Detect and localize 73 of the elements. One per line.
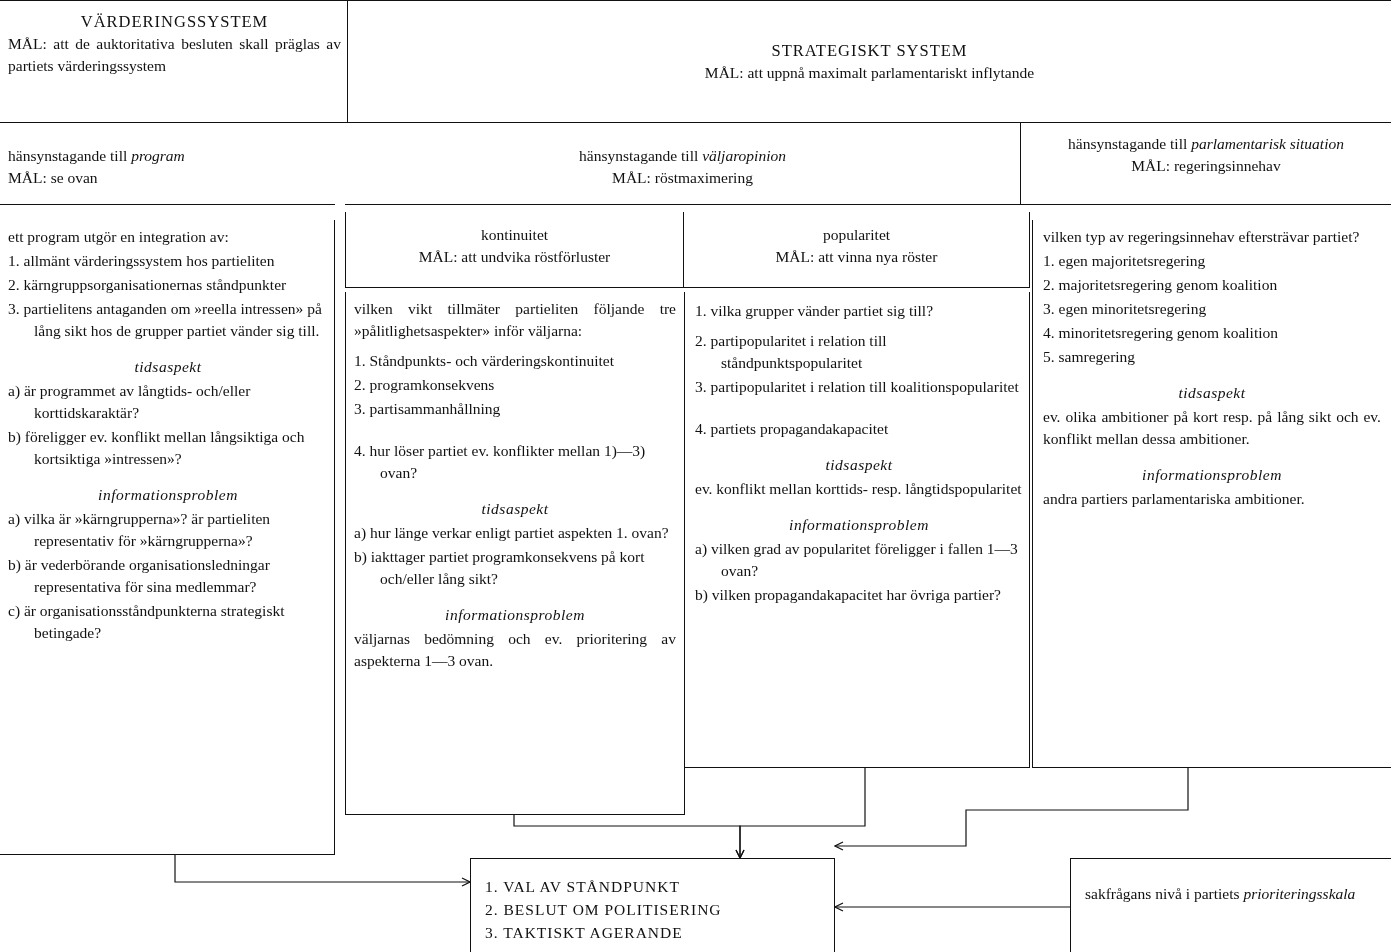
subheading: tidsaspekt: [133, 357, 203, 377]
table-panel: [1070, 858, 1391, 952]
goal-text: MÅL: att undvika röstförluster: [417, 247, 612, 267]
list-item: a) vilken grad av popularitet föreligger i fallen 1—3 ovan?: [695, 539, 1019, 581]
subheading: informationsproblem: [97, 485, 239, 505]
subheading: informationsproblem: [444, 605, 586, 625]
paragraph: ett program utgör en integration av:: [8, 227, 230, 247]
paragraph: vilken vikt tillmäter partieliten följande tre »pålitlighetsaspekter» inför väljarna:: [354, 299, 676, 341]
list-item: 4. partiets propagandakapacitet: [695, 419, 890, 439]
list-item: 1. VAL AV STÅNDPUNKT: [485, 877, 681, 897]
list-item: 1. allmänt värderingssystem hos partieliten: [8, 251, 276, 271]
table-panel: [348, 0, 1391, 123]
list-item: 1. egen majoritetsregering: [1043, 251, 1207, 271]
list-item: 3. partielitens antaganden om »reella intressen» på lång sikt hos de grupper partiet vänder sig till.: [8, 299, 323, 341]
subheading: informationsproblem: [1141, 465, 1283, 485]
list-item: 2. majoritetsregering genom koalition: [1043, 275, 1279, 295]
list-item: 2. BESLUT OM POLITISERING: [485, 900, 723, 920]
heading: hänsynstagande till program: [8, 146, 186, 166]
list-item: a) hur länge verkar enligt partiet aspekten 1. ovan?: [354, 523, 670, 543]
heading: hänsynstagande till väljaropinion: [578, 146, 787, 166]
list-item: 4. hur löser partiet ev. konflikter mellan 1)—3) ovan?: [354, 441, 647, 483]
list-item: 3. TAKTISKT AGERANDE: [485, 923, 684, 943]
heading: kontinuitet: [479, 225, 550, 245]
arrow: [174, 854, 471, 887]
list-item: 2. kärngruppsorganisationernas ståndpunkter: [8, 275, 288, 295]
list-item: b) föreligger ev. konflikt mellan långsiktiga och kortsiktiga »intressen»?: [8, 427, 306, 469]
list-item: 1. vilka grupper vänder partiet sig till?: [695, 301, 935, 321]
goal-text: MÅL: regeringsinnehav: [1130, 156, 1282, 176]
list-item: c) är organisationsståndpunkterna strategiskt betingade?: [8, 601, 286, 643]
heading: VÄRDERINGSSYSTEM: [79, 11, 270, 33]
table-panel: [345, 292, 685, 815]
subheading: tidsaspekt: [1177, 383, 1247, 403]
goal-text: MÅL: att uppnå maximalt parlamentariskt inflytande: [703, 62, 1036, 83]
table-panel: [685, 292, 1030, 768]
list-item: 3. partisammanhållning: [354, 399, 502, 419]
list-item: 1. Ståndpunkts- och värderingskontinuitet: [354, 351, 616, 371]
list-item: 5. samregering: [1043, 347, 1137, 367]
paragraph: andra partiers parlamentariska ambitioner.: [1043, 489, 1306, 509]
subheading: tidsaspekt: [824, 455, 894, 475]
goal-text: MÅL: se ovan: [8, 168, 99, 188]
paragraph: sakfrågans nivå i partiets prioriteringsskala: [1085, 884, 1357, 904]
subheading: informationsproblem: [788, 515, 930, 535]
subheading: tidsaspekt: [480, 499, 550, 519]
arrow: [735, 767, 866, 859]
goal-text: MÅL: att vinna nya röster: [774, 247, 939, 267]
table-panel: [345, 212, 683, 288]
goal-text: MÅL: röstmaximering: [611, 168, 754, 188]
list-item: a) är programmet av långtids- och/eller korttidskaraktär?: [8, 381, 252, 423]
list-item: a) vilka är »kärngrupperna»? är partieliten representativ för »kärngrupperna»?: [8, 509, 272, 551]
list-item: b) är vederbörande organisationsledningar representativa för sina medlemmar?: [8, 555, 271, 597]
paragraph: vilken typ av regeringsinnehav eftersträvar partiet?: [1043, 227, 1361, 247]
table-panel: [683, 212, 1030, 288]
paragraph: ev. olika ambitioner på kort resp. på lång sikt och ev. konflikt mellan dessa ambitioner.: [1043, 407, 1381, 449]
paragraph: väljarnas bedömning och ev. prioritering av aspekterna 1—3 ovan.: [354, 629, 676, 671]
heading: popularitet: [821, 225, 892, 245]
list-item: 2. programkonsekvens: [354, 375, 496, 395]
table-panel: [1032, 220, 1391, 768]
heading: hänsynstagande till parlamentarisk situation: [1067, 134, 1345, 154]
table-panel: [1020, 123, 1391, 205]
list-item: b) iakttager partiet programkonsekvens på kort och/eller lång sikt?: [354, 547, 646, 589]
table-panel: [470, 858, 835, 952]
list-item: 2. partipopularitet i relation till ståndpunktspopularitet: [695, 331, 888, 373]
arrow: [834, 767, 1189, 851]
heading: STRATEGISKT SYSTEM: [770, 39, 969, 62]
table-panel: [0, 0, 348, 123]
list-item: b) vilken propagandakapacitet har övriga partier?: [695, 585, 1002, 605]
paragraph: ev. konflikt mellan korttids- resp. långtidspopularitet: [695, 479, 1023, 499]
list-item: 3. partipopularitet i relation till koalitionspopularitet: [695, 377, 1020, 397]
arrow: [834, 902, 1071, 912]
list-item: 3. egen minoritetsregering: [1043, 299, 1208, 319]
table-panel: [0, 220, 335, 855]
goal-text: MÅL: att de auktoritativa besluten skall präglas av partiets värderingssystem: [8, 34, 341, 76]
list-item: 4. minoritetsregering genom koalition: [1043, 323, 1280, 343]
